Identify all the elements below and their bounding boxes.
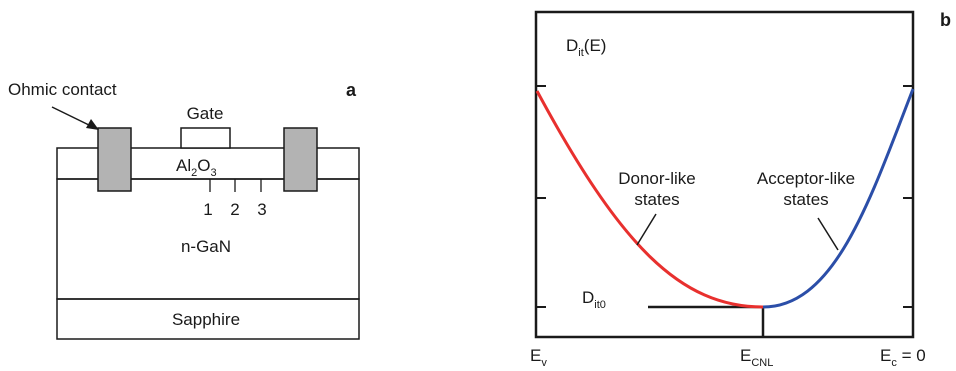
position-label-1: 1: [203, 200, 212, 219]
acceptor-label-line1: Acceptor-like: [757, 169, 855, 188]
gate-electrode: [180, 127, 231, 149]
donor-pointer: [636, 213, 657, 246]
acceptor-pointer: [817, 217, 839, 251]
ohmic-contact-label: Ohmic contact: [8, 80, 117, 99]
y-axis-label: Dit(E): [566, 36, 606, 59]
ohmic-contact-left: [97, 127, 132, 192]
oxide-label: Al2O3: [176, 156, 217, 179]
ohmic-contact-right: [283, 127, 318, 192]
x-label-ecnl: ECNL: [740, 346, 773, 369]
gate-label: Gate: [187, 104, 224, 123]
n-gan-label: n-GaN: [181, 237, 231, 256]
panel-a: Ohmic contact a Gate Al2O3 1 2 3 n-GaN S…: [8, 80, 360, 340]
donor-label-line2: states: [634, 190, 679, 209]
dit0-label: Dit0: [582, 288, 606, 311]
acceptor-label-line2: states: [783, 190, 828, 209]
x-label-ev: Ev: [530, 346, 547, 369]
acceptor-curve: [762, 88, 915, 309]
plot-frame: [534, 10, 915, 339]
donor-curve: [535, 90, 764, 309]
position-label-2: 2: [230, 200, 239, 219]
panel-b: b Dit(E) Donor-like states Acceptor-like…: [530, 10, 951, 369]
x-label-ec: Ec = 0: [880, 346, 926, 369]
sapphire-label: Sapphire: [172, 310, 240, 329]
panel-b-letter: b: [940, 10, 951, 30]
donor-label-line1: Donor-like: [618, 169, 695, 188]
panel-a-letter: a: [346, 80, 357, 100]
position-label-3: 3: [257, 200, 266, 219]
ohmic-contact-arrow: [51, 106, 94, 128]
ohmic-contact-arrowhead: [86, 119, 99, 130]
sapphire-layer: [56, 298, 360, 340]
